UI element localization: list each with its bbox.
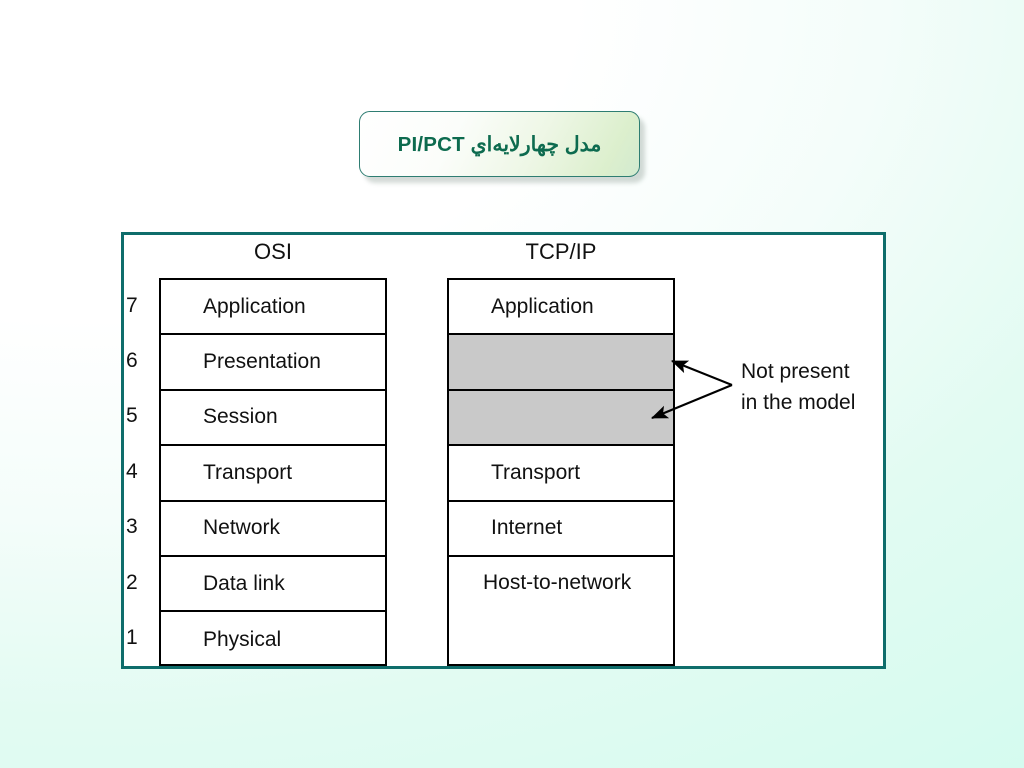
arrow-to-lower-empty-cell — [651, 384, 733, 419]
arrow-to-upper-empty-cell — [671, 360, 733, 386]
column-header-osi: OSI — [254, 239, 292, 264]
osi-layer-cell: Physical — [203, 628, 282, 652]
callout-annotation: Not present in the model — [741, 357, 855, 419]
tcpip-empty-cell — [449, 390, 673, 447]
annotation-line-2: in the model — [741, 390, 856, 414]
layer-number: 1 — [126, 626, 138, 650]
osi-layer-cell: Transport — [161, 446, 385, 502]
callout-arrows — [651, 360, 733, 419]
tcpip-layer-cell: Internet — [449, 502, 673, 557]
page-title: مدل چهارلايه‌اي TCP/IP — [397, 132, 602, 156]
annotation-line-1: Not present — [741, 360, 850, 383]
layer-number: 6 — [126, 349, 138, 373]
tcpip-layer-cell: Host-to-network — [483, 571, 632, 594]
osi-layer-stack: Application Presentation Session Transpo… — [159, 278, 387, 666]
tcpip-empty-cell — [449, 335, 673, 391]
layer-number: 3 — [126, 515, 138, 539]
layer-number: 5 — [126, 404, 138, 428]
layer-number: 7 — [126, 293, 138, 317]
osi-layer-cell: Network — [161, 502, 385, 557]
osi-layer-cell: Presentation — [161, 335, 385, 391]
column-header-tcpip: TCP/IP — [525, 239, 597, 264]
tcpip-layer-cell: Application — [449, 280, 673, 336]
tcpip-layer-cell: Transport — [449, 446, 673, 502]
layer-number: 2 — [126, 570, 138, 594]
osi-layer-cell: Session — [161, 391, 385, 447]
layer-number-gutter: 7 6 5 4 3 2 1 — [126, 278, 152, 666]
osi-layer-cell: Data link — [161, 557, 385, 613]
layer-number: 4 — [126, 459, 138, 483]
tcpip-layer-stack: Application Transport Internet Host-to-n… — [447, 278, 675, 666]
osi-layer-cell: Application — [161, 280, 385, 336]
slide-title-box: مدل چهارلايه‌اي TCP/IP — [359, 111, 640, 177]
